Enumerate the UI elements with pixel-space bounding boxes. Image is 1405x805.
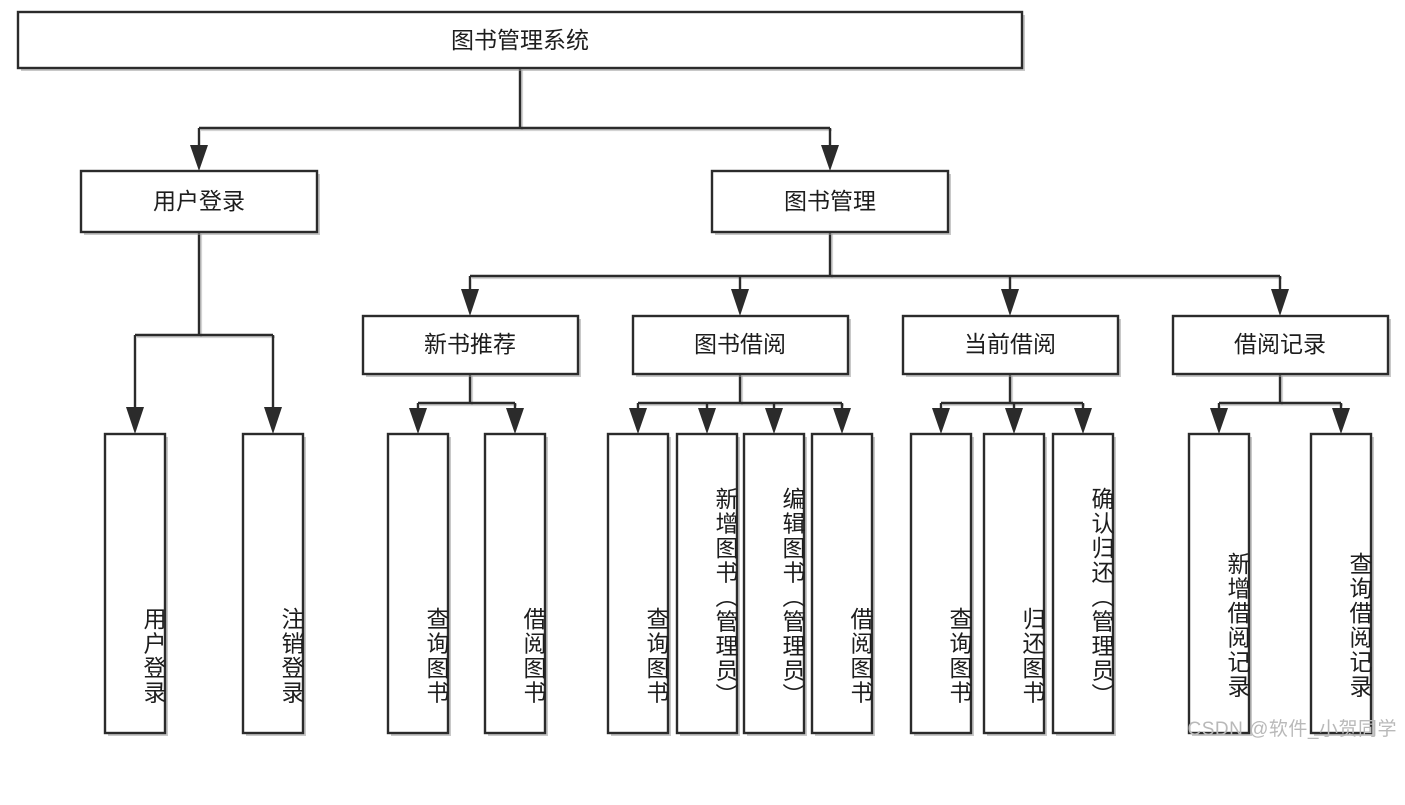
node-label-user-login: 用户登录 [153,188,245,214]
leaf-rect-user-login[interactable] [103,432,167,735]
arrow-head-icon [1001,289,1019,316]
arrow-head-icon [190,145,208,171]
arrow-head-icon [821,145,839,171]
node-root[interactable]: 图书管理系统 [16,10,1025,71]
node-book-manage[interactable]: 图书管理 [710,169,951,235]
connector-group-borrow-record [1210,374,1350,434]
node-label-root: 图书管理系统 [451,27,589,53]
leaf-rect-add-book[interactable] [675,432,739,735]
arrow-head-icon [765,408,783,434]
node-label-new-book-recommend: 新书推荐 [424,331,516,357]
leaf-rect-return-book[interactable] [982,432,1046,735]
arrow-head-icon [409,408,427,434]
arrow-head-icon [932,408,950,434]
arrow-head-icon [264,407,282,434]
leaf-rect-add-record[interactable] [1187,432,1251,735]
arrow-head-icon [1005,408,1023,434]
arrow-head-icon [126,407,144,434]
leaf-rect-query-book-2[interactable] [606,432,670,735]
leaf-node-group [103,432,1374,736]
node-rect[interactable] [79,169,319,234]
node-current-borrow[interactable]: 当前借阅 [901,314,1121,377]
arrow-head-icon [1074,408,1092,434]
node-book-borrow[interactable]: 图书借阅 [631,314,851,377]
connector-group-book-manage [461,232,1289,316]
arrow-head-icon [506,408,524,434]
leaf-rect-edit-book[interactable] [742,432,806,735]
node-rect[interactable] [710,169,950,234]
node-rect[interactable] [631,314,850,376]
arrow-head-icon [1332,408,1350,434]
arrow-head-icon [629,408,647,434]
leaf-rect-user-logout[interactable] [241,432,305,735]
leaf-rect-borrow-book-2[interactable] [810,432,874,735]
leaf-rect-query-book-3[interactable] [909,432,973,735]
connector-group-new-book-recommend [409,374,524,434]
arrow-head-icon [698,408,716,434]
leaf-rect-query-book-1[interactable] [386,432,450,735]
org-chart-diagram: 图书管理系统 用户登录 图书管理 新书推荐 图书借阅 当前借阅 [16,10,1397,740]
node-new-book-recommend[interactable]: 新书推荐 [361,314,581,377]
connector-group-current-borrow [932,374,1092,434]
connector-group-user-login [126,232,282,434]
arrow-head-icon [731,289,749,316]
leaf-rect-confirm-return[interactable] [1051,432,1115,735]
node-user-login[interactable]: 用户登录 [79,169,320,235]
arrow-head-icon [461,289,479,316]
watermark-text: CSDN @软件_小贺同学 [1187,719,1397,740]
node-rect[interactable] [361,314,580,376]
node-label-borrow-record: 借阅记录 [1234,331,1326,357]
arrow-head-icon [1210,408,1228,434]
node-rect[interactable] [16,10,1024,70]
node-rect[interactable] [901,314,1120,376]
node-label-current-borrow: 当前借阅 [964,331,1056,357]
node-borrow-record[interactable]: 借阅记录 [1171,314,1391,377]
node-label-book-manage: 图书管理 [784,188,876,214]
arrow-head-icon [833,408,851,434]
node-rect[interactable] [1171,314,1390,376]
connector-group-root [190,68,839,171]
connector-group-book-borrow [629,374,851,434]
arrow-head-icon [1271,289,1289,316]
leaf-rect-query-record[interactable] [1309,432,1373,735]
node-label-book-borrow: 图书借阅 [694,331,786,357]
tree-svg-canvas: 图书管理系统 用户登录 图书管理 新书推荐 图书借阅 当前借阅 [16,10,1391,736]
leaf-rect-borrow-book-1[interactable] [483,432,547,735]
